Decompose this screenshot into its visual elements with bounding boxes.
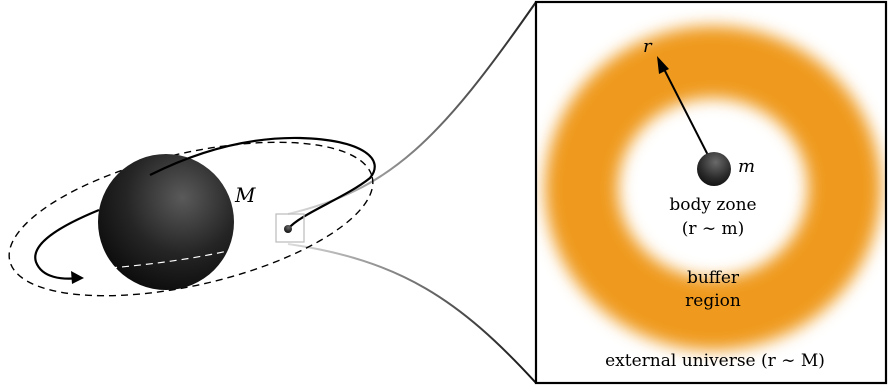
zoom-panel [534, 0, 888, 385]
orbit-arrowhead [71, 271, 84, 284]
zoom-panel-content [536, 2, 886, 383]
small-mass-label: m [738, 156, 755, 177]
zoom-connector-top [287, 1, 537, 215]
body-zone-label: body zone [669, 195, 756, 215]
inspiral-trajectory [149, 136, 376, 230]
zoom-connector-bottom [287, 243, 537, 384]
external-universe-label: external universe (r ∼ M) [605, 351, 825, 371]
dashed-orbit [8, 141, 374, 297]
radius-label: r [643, 36, 653, 57]
buffer-label: buffer [687, 268, 740, 288]
radius-arrowhead [657, 56, 669, 74]
large-mass-label: M [234, 183, 256, 207]
region-label: region [685, 291, 741, 311]
dashed-orbit-front [109, 249, 233, 269]
radius-arrow [663, 68, 714, 166]
body-zone-scale: (r ∼ m) [682, 219, 745, 239]
inspiral-trajectory-left [34, 208, 100, 280]
large-mass-sphere [98, 154, 234, 290]
zoom-box [275, 213, 305, 243]
small-mass-dot [284, 225, 292, 233]
buffer-ring [536, 2, 886, 383]
small-body-sphere [697, 152, 731, 186]
